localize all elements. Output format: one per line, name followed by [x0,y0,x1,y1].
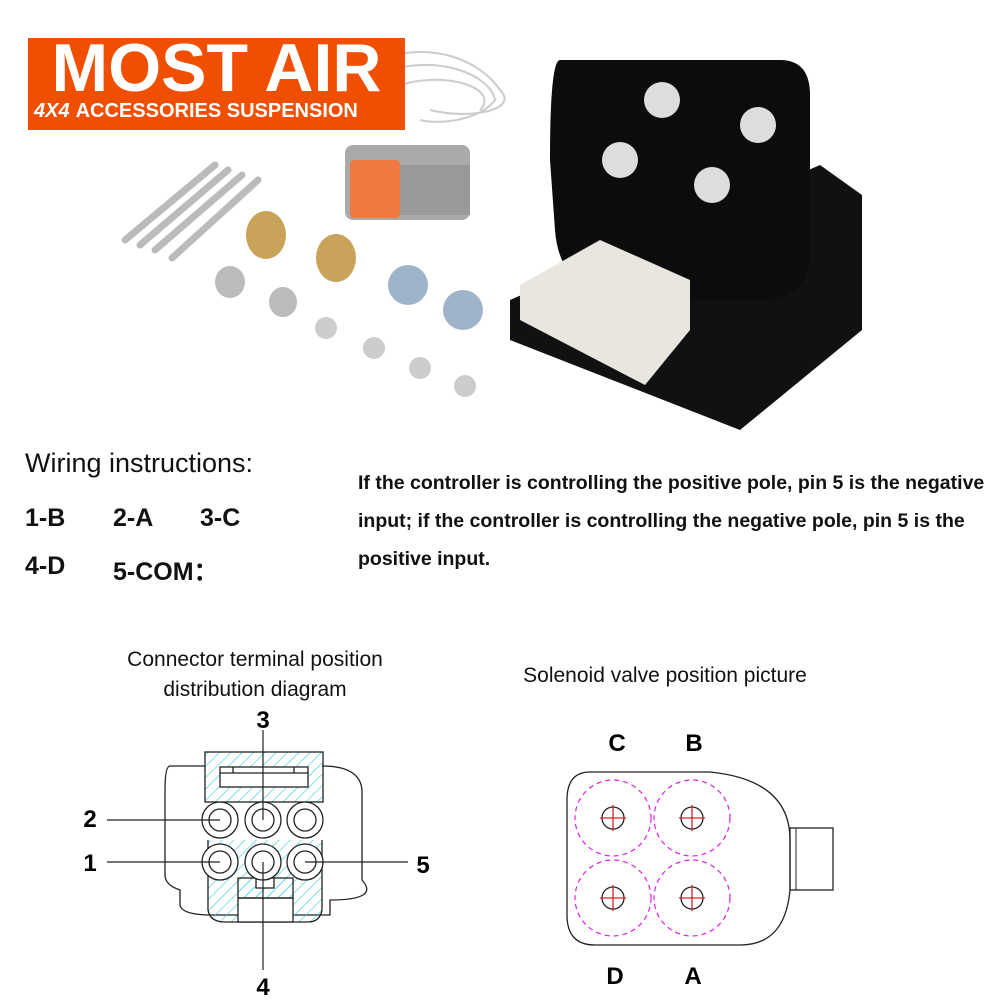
brand-tagline: ACCESSORIES SUSPENSION [75,100,358,122]
valve-label-b: B [685,730,702,757]
valve-caption: Solenoid valve position picture [523,664,807,687]
leader-lines [107,730,408,970]
connector-plug [345,145,470,220]
pin-label-3: 3 [256,707,269,734]
connector-diagram: 2 1 5 3 4 [83,707,429,1000]
pin-map-5: 5-COM： [113,558,219,586]
valve-positions [574,779,731,937]
connector-caption-line2: distribution diagram [163,678,347,701]
pin-map-1: 1-B [25,504,66,532]
wire-bundle [379,51,506,123]
fittings [215,211,483,397]
valve-body-outline [566,771,791,946]
pin-label-2: 2 [83,806,96,833]
connector-caption-line1: Connector terminal position [127,648,383,671]
connector-caption: Connector terminal position distribution… [60,645,450,705]
pin-label-1: 1 [83,850,96,877]
brand-tag-prefix: 4X4 [34,100,70,122]
pin-map-2: 2-A [113,504,154,532]
solenoid-valve-block [510,60,862,430]
pin-map-3: 3-C [200,504,241,532]
brand-name: MOST AIR [51,30,382,106]
pin-label-4: 4 [256,974,270,1000]
wiring-note: If the controller is controlling the pos… [358,472,985,570]
pin-map-4: 4-D [25,552,66,580]
valve-label-d: D [606,963,623,990]
valve-connector-outline [789,827,834,891]
pin-label-5: 5 [416,852,429,879]
valve-label-c: C [608,730,625,757]
valve-diagram: C B D A [566,730,834,990]
connector-outline [164,765,368,916]
wiring-heading: Wiring instructions: [25,448,254,478]
bolts [121,161,262,262]
product-photo [121,51,862,430]
valve-label-a: A [684,963,701,990]
